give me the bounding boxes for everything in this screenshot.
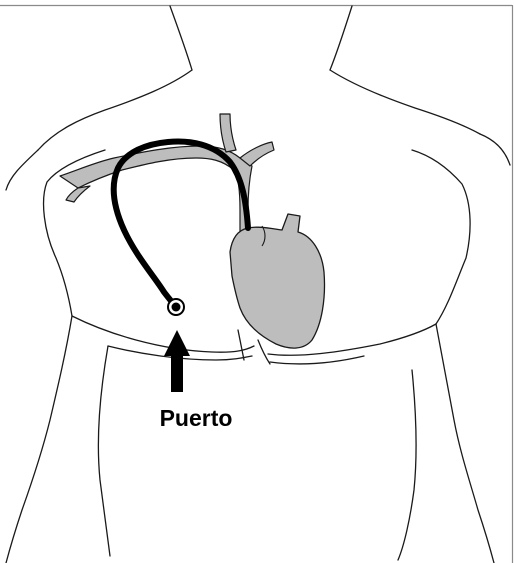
port-arrow-icon: [164, 330, 190, 392]
shoulder-left: [6, 150, 38, 190]
pectoral-right: [412, 150, 470, 324]
clavicle-right: [330, 70, 480, 134]
torso-side-right: [436, 324, 494, 563]
rib-line-right: [270, 356, 364, 364]
torso-inner-right: [398, 370, 416, 560]
blood-vessels: [60, 114, 274, 232]
torso-side-left: [6, 316, 72, 563]
chest-fold: [72, 316, 254, 352]
clavicle-left: [38, 70, 192, 150]
torso-inner-left: [98, 346, 110, 556]
neck-left-line: [170, 6, 192, 70]
arrow-head: [164, 330, 190, 356]
vein-branch-left: [66, 186, 90, 202]
heart-shape: [230, 214, 325, 348]
jugular-vein: [220, 114, 236, 152]
port-inner: [172, 303, 181, 312]
arrow-shaft: [171, 352, 183, 392]
shoulder-right: [480, 134, 510, 165]
sternum-right: [258, 340, 270, 364]
port-label: Puerto: [160, 405, 233, 431]
sternum-left: [238, 330, 244, 360]
vein-branch-right: [240, 142, 274, 166]
port-device: [168, 299, 184, 315]
neck-right-line: [330, 6, 352, 70]
